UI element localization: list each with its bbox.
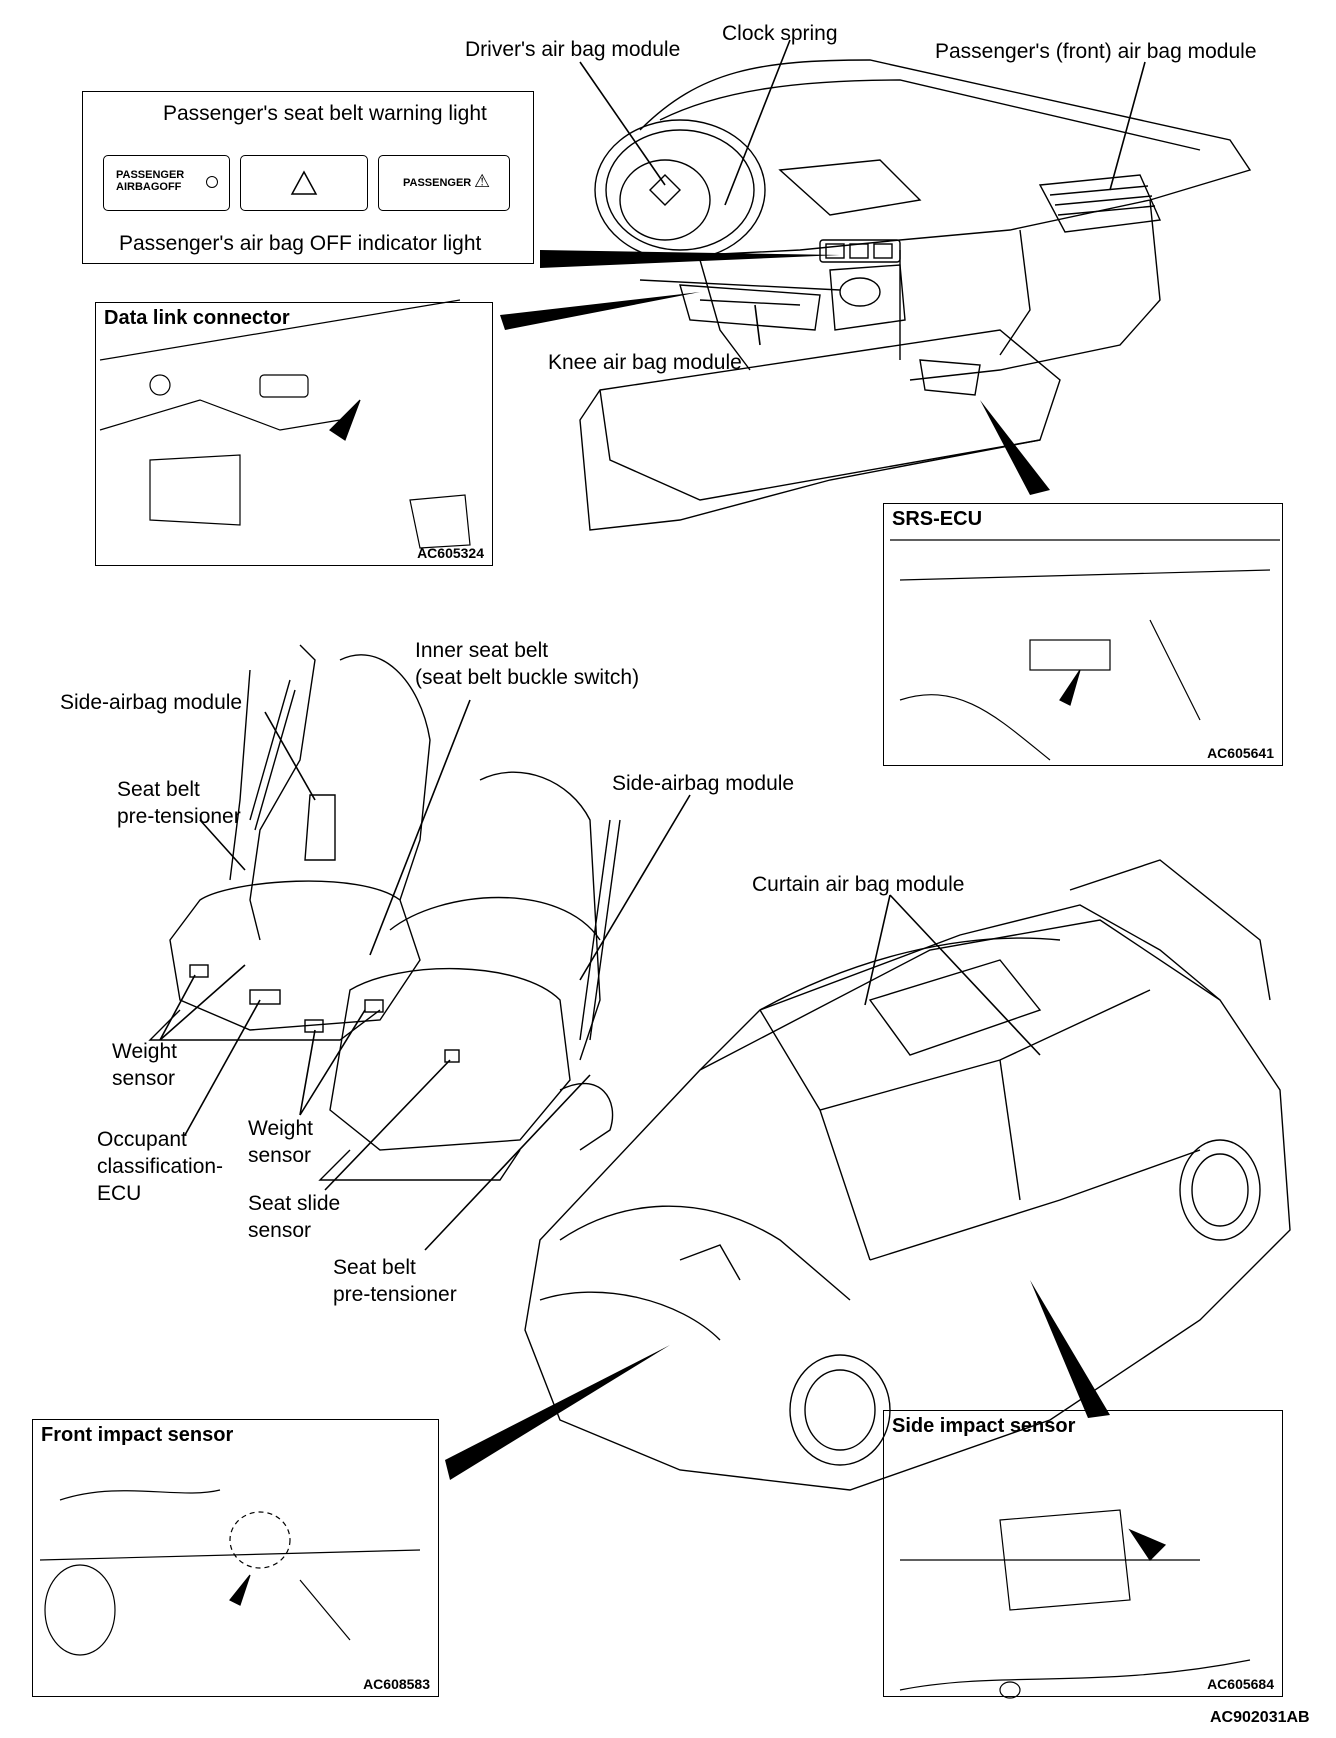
- srs-ecu-inset: SRS-ECU AC605641: [883, 503, 1283, 766]
- callout-lines-car: [864, 894, 1041, 1056]
- indicator-lamp: [206, 176, 218, 188]
- label-weight-sensor-left: Weight sensor: [112, 1040, 177, 1090]
- inset-code-data-link: AC605324: [417, 545, 484, 561]
- inset-code-srs-ecu: AC605641: [1207, 745, 1274, 761]
- label-occupant-classification-ecu: Occupant classification- ECU: [97, 1128, 224, 1205]
- airbag-off-text-2: AIRBAGOFF: [116, 181, 182, 193]
- passenger-seat-belt-button: PASSENGER ⚠: [378, 155, 510, 211]
- inset-title-data-link: Data link connector: [104, 307, 290, 329]
- label-clock-spring: Clock spring: [722, 22, 838, 45]
- callout-lines-seats: [159, 699, 691, 1251]
- side-impact-sensor-inset: Side impact sensor AC605684: [883, 1410, 1283, 1697]
- label-seat-belt-pretensioner-right: Seat belt pre-tensioner: [333, 1256, 457, 1306]
- label-passenger-front-air-bag: Passenger's (front) air bag module: [935, 40, 1257, 63]
- airbag-off-button: PASSENGER AIRBAGOFF: [103, 155, 230, 211]
- label-curtain-air-bag: Curtain air bag module: [752, 873, 965, 896]
- label-knee-air-bag: Knee air bag module: [548, 351, 742, 374]
- seats-drawing: [148, 644, 621, 1181]
- data-link-connector-inset: Data link connector AC605324: [95, 302, 493, 566]
- label-seat-belt-pretensioner-left: Seat belt pre-tensioner: [117, 778, 241, 828]
- inset-title-srs-ecu: SRS-ECU: [892, 508, 983, 530]
- indicator-panel-inset: Passenger's seat belt warning light Pass…: [82, 91, 534, 264]
- inset-code-front-impact: AC608583: [363, 1676, 430, 1692]
- label-seat-slide-sensor: Seat slide sensor: [248, 1192, 341, 1242]
- inset-sketches: [39, 299, 1280, 1699]
- label-weight-sensor-right: Weight sensor: [248, 1117, 313, 1167]
- hazard-icon: [290, 170, 318, 195]
- inset-title-side-impact: Side impact sensor: [892, 1415, 1076, 1437]
- label-drivers-air-bag: Driver's air bag module: [465, 38, 681, 61]
- hazard-button: [240, 155, 368, 211]
- car-drawing: [524, 859, 1291, 1491]
- label-passenger-seat-belt-warning: Passenger's seat belt warning light: [163, 102, 487, 125]
- front-impact-sensor-inset: Front impact sensor AC608583: [32, 1419, 439, 1697]
- seat-belt-warning-icon: ⚠: [474, 171, 491, 191]
- label-inner-seat-belt: Inner seat belt (seat belt buckle switch…: [415, 639, 640, 689]
- label-side-airbag-right: Side-airbag module: [612, 772, 795, 795]
- passenger-button-text: PASSENGER: [403, 177, 472, 189]
- callout-wedges: [445, 250, 1110, 1480]
- inset-title-front-impact: Front impact sensor: [41, 1424, 234, 1446]
- figure-code: AC902031AB: [1210, 1709, 1310, 1726]
- airbag-off-text-1: PASSENGER: [116, 169, 185, 181]
- label-side-airbag-left: Side-airbag module: [60, 691, 243, 714]
- switch-panel: PASSENGER AIRBAGOFF PASSENGER ⚠: [103, 155, 511, 211]
- dashboard-drawing: [579, 59, 1252, 531]
- inset-code-side-impact: AC605684: [1207, 1676, 1274, 1692]
- label-passenger-air-bag-off: Passenger's air bag OFF indicator light: [119, 232, 482, 255]
